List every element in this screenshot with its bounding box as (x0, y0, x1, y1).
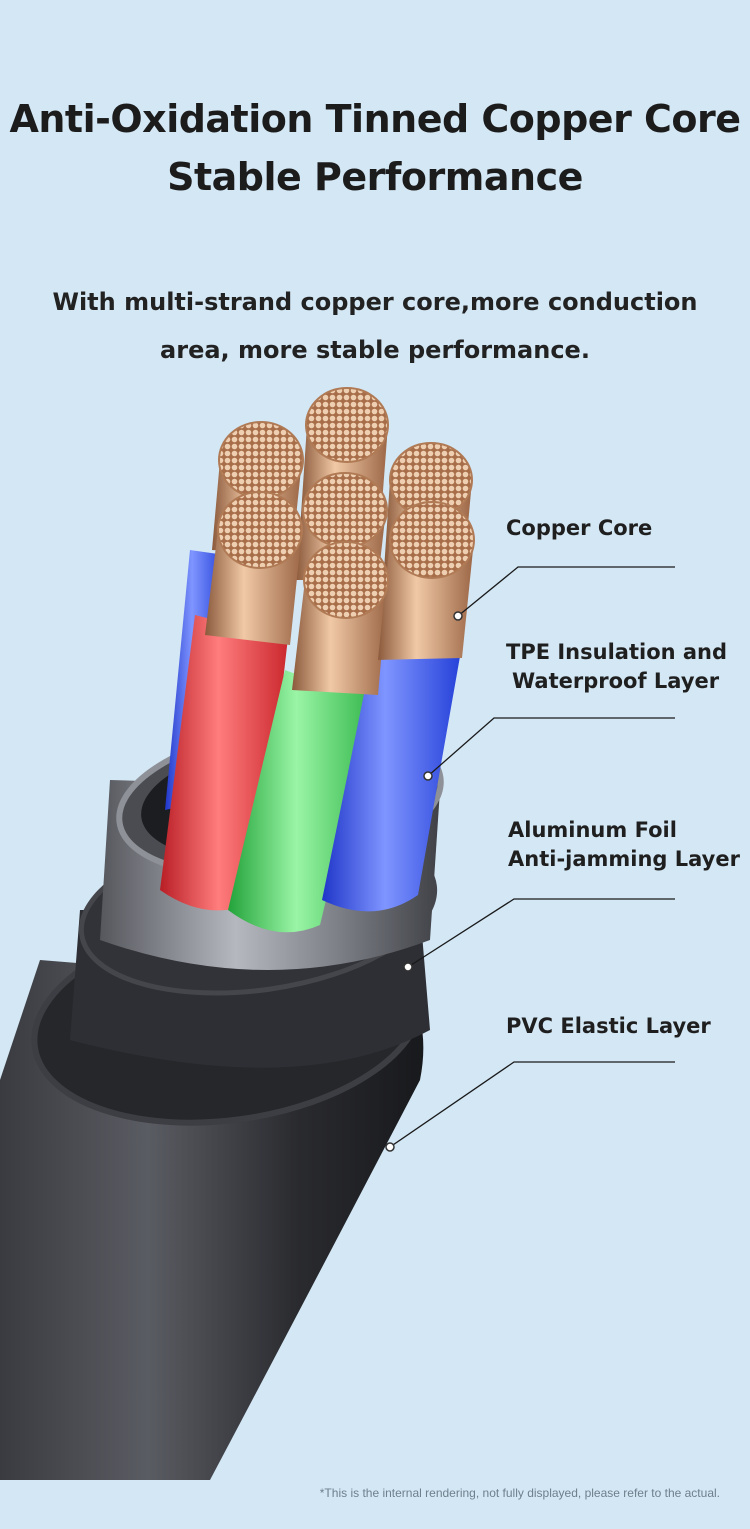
page-title: Anti-Oxidation Tinned Copper Core Stable… (0, 90, 750, 206)
callout-pvc-layer: PVC Elastic Layer (506, 1012, 711, 1041)
leader-tpe-insulation (427, 717, 675, 777)
callout-leaders (385, 566, 675, 1152)
callout-aluminum-foil-line-1: Aluminum Foil (508, 818, 677, 842)
callout-aluminum-foil-line-2: Anti-jamming Layer (508, 847, 740, 871)
description-line-2: area, more stable performance. (160, 336, 590, 364)
callout-copper-core: Copper Core (506, 514, 652, 543)
cable-cross-section-illustration (0, 387, 675, 1480)
callout-tpe-insulation: TPE Insulation and Waterproof Layer (506, 638, 727, 696)
callout-tpe-insulation-line-1: TPE Insulation and (506, 640, 728, 664)
callout-copper-core-text: Copper Core (506, 516, 653, 540)
leader-aluminum-foil (407, 898, 675, 968)
callout-pvc-layer-text: PVC Elastic Layer (506, 1014, 711, 1038)
callout-tpe-insulation-line-2: Waterproof Layer (512, 669, 720, 693)
disclaimer-footnote: *This is the internal rendering, not ful… (319, 1486, 720, 1500)
description: With multi-strand copper core,more condu… (0, 278, 750, 374)
description-line-1: With multi-strand copper core,more condu… (52, 288, 698, 316)
leader-pvc-layer (389, 1061, 675, 1148)
leader-copper-core (457, 566, 675, 617)
callout-aluminum-foil: Aluminum Foil Anti-jamming Layer (508, 816, 740, 874)
copper-cores (205, 387, 475, 695)
title-line-2: Stable Performance (167, 155, 583, 199)
title-line-1: Anti-Oxidation Tinned Copper Core (9, 97, 741, 141)
